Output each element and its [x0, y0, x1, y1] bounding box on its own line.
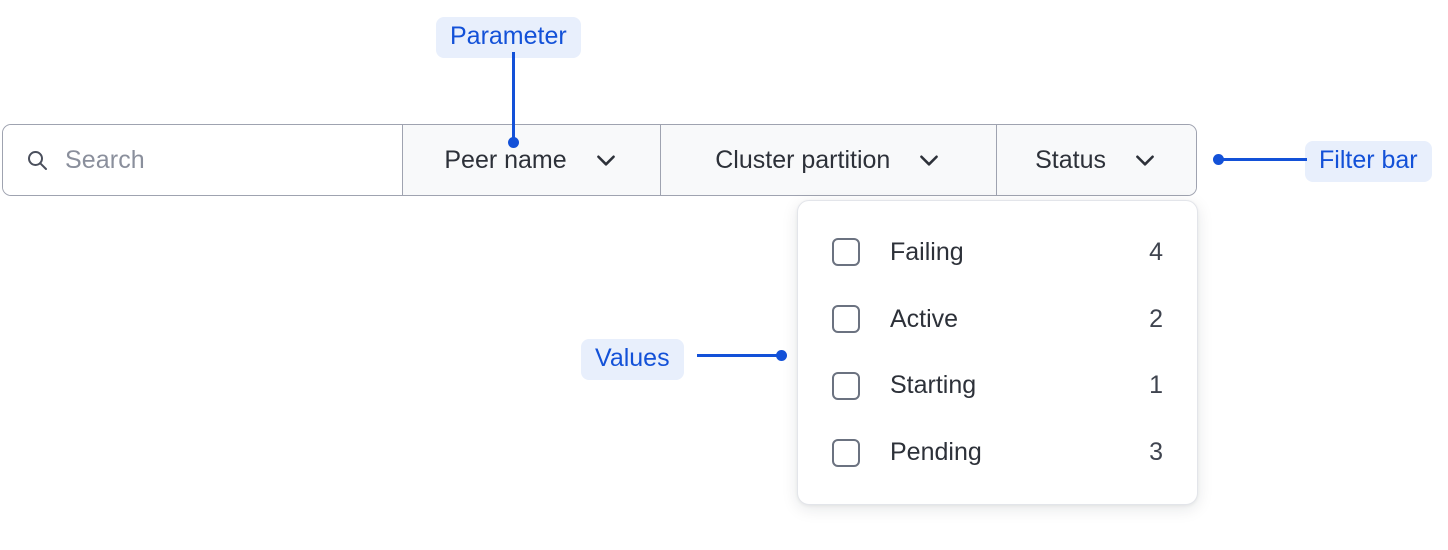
- annotation-parameter-connector-dot: [508, 137, 519, 148]
- annotation-filter-bar: Filter bar: [1305, 141, 1432, 182]
- chevron-down-icon: [596, 155, 615, 166]
- checkbox-starting[interactable]: [832, 371, 860, 400]
- chevron-down-icon: [920, 155, 939, 166]
- annotation-parameter: Parameter: [436, 17, 581, 58]
- filter-dropdown-cluster-partition-label: Cluster partition: [715, 145, 891, 174]
- annotation-values: Values: [581, 339, 684, 380]
- status-option-failing-label: Failing: [890, 237, 964, 266]
- annotation-parameter-connector-line: [512, 52, 515, 142]
- filter-dropdown-status[interactable]: Status: [996, 125, 1196, 195]
- search-input[interactable]: Search: [3, 125, 403, 195]
- annotation-values-connector-line: [697, 354, 783, 357]
- filter-bar: Search Peer name Cluster partition Statu…: [2, 124, 1197, 196]
- status-option-active[interactable]: Active 2: [832, 295, 1163, 343]
- status-option-starting[interactable]: Starting 1: [832, 362, 1163, 410]
- checkbox-active[interactable]: [832, 305, 860, 334]
- status-dropdown-panel: Failing 4 Active 2 Starting 1 Pending 3: [797, 200, 1198, 505]
- status-option-pending[interactable]: Pending 3: [832, 429, 1163, 477]
- filter-dropdown-peer-name[interactable]: Peer name: [402, 125, 661, 195]
- status-option-failing[interactable]: Failing 4: [832, 228, 1163, 276]
- filter-dropdown-cluster-partition[interactable]: Cluster partition: [660, 125, 997, 195]
- status-option-failing-count: 4: [1149, 237, 1163, 266]
- status-option-starting-count: 1: [1149, 371, 1163, 400]
- status-option-starting-label: Starting: [890, 371, 977, 400]
- search-icon: [28, 151, 47, 170]
- status-option-pending-label: Pending: [890, 438, 982, 467]
- chevron-down-icon: [1136, 155, 1154, 166]
- status-option-pending-count: 3: [1149, 438, 1163, 467]
- annotation-filter-bar-connector-line: [1223, 158, 1307, 161]
- annotation-values-connector-dot: [776, 350, 787, 361]
- filter-dropdown-peer-name-label: Peer name: [444, 145, 567, 174]
- search-placeholder-text: Search: [65, 145, 145, 174]
- filter-dropdown-status-label: Status: [1035, 145, 1106, 174]
- status-option-active-label: Active: [890, 304, 959, 333]
- annotation-filter-bar-connector-dot: [1213, 154, 1224, 165]
- checkbox-failing[interactable]: [832, 238, 860, 267]
- checkbox-pending[interactable]: [832, 438, 860, 467]
- status-option-active-count: 2: [1149, 304, 1163, 333]
